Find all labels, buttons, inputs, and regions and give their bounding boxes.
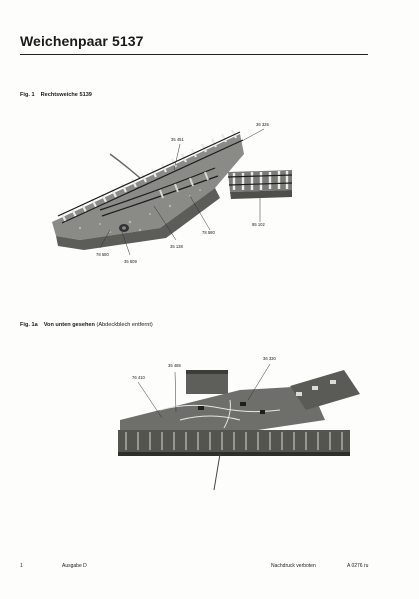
turnout-base [52, 134, 244, 240]
figure-1-drawing: 36 326 35 451 78 580 95 102 35 138 78 58… [52, 122, 293, 264]
figure-1-name: Rechtsweiche 5139 [40, 92, 92, 98]
footer-code: A 0276 ru [347, 563, 369, 569]
footer-edition: Ausgabe D [62, 563, 87, 569]
callout-76410: 76 410 [132, 375, 145, 380]
figure-1a-caption: Fig. 1a Von unten gesehen (Abdeckblech en… [20, 322, 153, 328]
cable [213, 453, 221, 490]
callout-36330: 36 330 [263, 356, 276, 361]
figure-1a-number: Fig. 1a [20, 322, 38, 328]
diverging-piece [290, 370, 360, 410]
turnout-base-side [56, 188, 220, 250]
callout-78580-b: 78 580 [96, 252, 109, 257]
rails [57, 131, 244, 224]
figure-1a-drawing: 36 330 35 485 76 410 [118, 356, 360, 490]
footer-page-number: 1 [20, 563, 23, 569]
callout-78580-a: 78 580 [202, 230, 215, 235]
cable [109, 153, 141, 179]
page-title: Weichenpaar 5137 [20, 33, 144, 49]
figure-1a-note: (Abdeckblech entfernt) [96, 322, 153, 328]
callout-35138: 35 138 [170, 244, 183, 249]
figure-1-number: Fig. 1 [20, 92, 35, 98]
callout-36326: 36 326 [256, 122, 269, 127]
title-rule [20, 54, 368, 55]
figure-1-caption: Fig. 1 Rechtsweiche 5139 [20, 92, 92, 98]
callout-35609: 35 609 [124, 259, 137, 264]
underside-sleepers [125, 432, 343, 450]
sleepers-straight [61, 129, 237, 223]
figure-1a-name: Von unten gesehen [43, 322, 95, 328]
callout-35451: 35 451 [171, 137, 184, 142]
callout-95102: 95 102 [252, 222, 265, 227]
sleepers-diverging [159, 171, 209, 199]
underside-body [120, 386, 325, 438]
callout-35485: 35 485 [168, 363, 181, 368]
footer-rights: Nachdruck verboten [271, 563, 316, 569]
